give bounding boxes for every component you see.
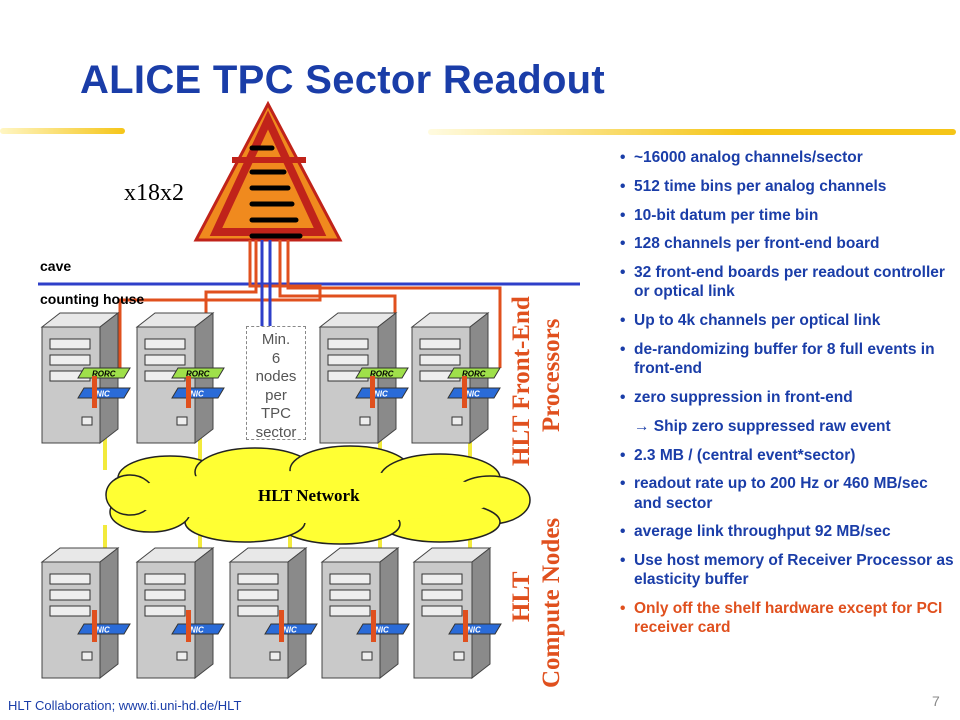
bullet-item: 32 front-end boards per readout controll… xyxy=(620,263,955,301)
feature-list: ~16000 analog channels/sector 512 time b… xyxy=(620,148,955,647)
title-rule-right xyxy=(428,129,956,135)
compute-node-pc-1 xyxy=(40,546,120,680)
compute-label-line-2: Compute Nodes xyxy=(538,517,565,688)
tpc-sector-inner xyxy=(209,110,327,236)
front-end-cards: RORC NIC RORC NIC RORC NIC RORC NIC xyxy=(77,367,501,408)
nic-card-4 xyxy=(447,387,501,399)
rorc-card-2-label: RORC xyxy=(186,370,210,379)
front-end-pc-4 xyxy=(410,311,490,445)
nic-card-6-label: NIC xyxy=(190,626,204,635)
bullet-item-highlight: Only off the shelf hardware except for P… xyxy=(620,599,955,637)
bullet-item: readout rate up to 200 Hz or 460 MB/sec … xyxy=(620,474,955,512)
sector-multiplier-label: x18x2 xyxy=(124,180,184,206)
rorc-card-1 xyxy=(77,367,131,379)
bullet-item: Up to 4k channels per optical link xyxy=(620,311,955,330)
nic-card-5-label: NIC xyxy=(96,626,110,635)
compute-label-line-1: HLT xyxy=(508,571,535,622)
bullet-item: 512 time bins per analog channels xyxy=(620,177,955,196)
bullet-item: 2.3 MB / (central event*sector) xyxy=(620,446,955,465)
nic-card-5 xyxy=(77,623,131,635)
nic-card-8-label: NIC xyxy=(375,626,389,635)
min-nodes-line-6: sector xyxy=(255,423,297,441)
slide-title: ALICE TPC Sector Readout xyxy=(80,58,606,102)
nic-card-3-label: NIC xyxy=(374,390,388,399)
hlt-network-cloud xyxy=(105,445,531,545)
hlt-network-label: HLT Network xyxy=(258,486,360,505)
rorc-card-3-label: RORC xyxy=(370,370,394,379)
compute-node-pc-4 xyxy=(320,546,400,680)
min-nodes-line-5: TPC xyxy=(261,405,291,422)
cable-red-1 xyxy=(118,240,322,368)
front-end-pc-3 xyxy=(318,311,398,445)
bullet-item: 10-bit datum per time bin xyxy=(620,206,955,225)
front-end-pc-2 xyxy=(135,311,215,445)
min-nodes-line-4: per xyxy=(265,386,287,404)
bullet-item: average link throughput 92 MB/sec xyxy=(620,522,955,541)
compute-node-pc-2 xyxy=(135,546,215,680)
front-end-label-line-1: HLT Front-End xyxy=(508,296,535,466)
rorc-card-3 xyxy=(355,367,409,379)
nic-card-3 xyxy=(355,387,409,399)
front-end-label-line-2: Processors xyxy=(538,318,565,432)
nic-card-7 xyxy=(264,623,318,635)
rorc-card-2 xyxy=(171,367,225,379)
nic-card-6 xyxy=(171,623,225,635)
rorc-card-4-label: RORC xyxy=(462,370,486,379)
page-number: 7 xyxy=(932,693,940,709)
nic-card-8 xyxy=(356,623,410,635)
counting-house-label: counting house xyxy=(40,291,145,307)
nic-card-1 xyxy=(77,387,131,399)
tpc-sector-graphic xyxy=(193,100,343,242)
cable-red-4 xyxy=(286,240,502,368)
cave-label: cave xyxy=(40,258,72,274)
min-nodes-line-3: nodes xyxy=(255,368,297,385)
min-nodes-line-2: 6 xyxy=(271,349,281,367)
bullet-item: 128 channels per front-end board xyxy=(620,234,955,253)
bullet-item: de-randomizing buffer for 8 full events … xyxy=(620,340,955,378)
compute-node-pc-3 xyxy=(228,546,308,680)
bullet-item: zero suppression in front-end xyxy=(620,388,955,407)
bullet-item-arrow: → Ship zero suppressed raw event xyxy=(634,417,891,435)
footer-credit: HLT Collaboration; www.ti.uni-hd.de/HLT xyxy=(8,698,242,713)
rorc-card-1-label: RORC xyxy=(92,370,116,379)
compute-node-cards: NIC NIC NIC NIC NIC xyxy=(77,610,502,642)
nic-card-9 xyxy=(448,623,502,635)
min-nodes-line-1: Min. xyxy=(261,331,291,348)
nic-card-9-label: NIC xyxy=(467,626,481,635)
nic-card-4-label: NIC xyxy=(466,390,480,399)
min-nodes-box: Min. 6 nodes per TPC sector xyxy=(246,326,306,441)
nic-card-2 xyxy=(171,387,225,399)
title-rule-left xyxy=(0,128,125,134)
nic-card-2-label: NIC xyxy=(190,390,204,399)
front-end-pc-row xyxy=(40,311,490,445)
rorc-card-4 xyxy=(447,367,501,379)
nic-card-1-label: NIC xyxy=(96,390,110,399)
nic-card-7-label: NIC xyxy=(283,626,297,635)
compute-node-pc-5 xyxy=(412,546,492,680)
bullet-item: ~16000 analog channels/sector xyxy=(620,148,955,167)
bullet-item: Use host memory of Receiver Processor as… xyxy=(620,551,955,589)
compute-node-pc-row xyxy=(40,546,492,680)
tpc-readout-pads xyxy=(249,145,303,239)
